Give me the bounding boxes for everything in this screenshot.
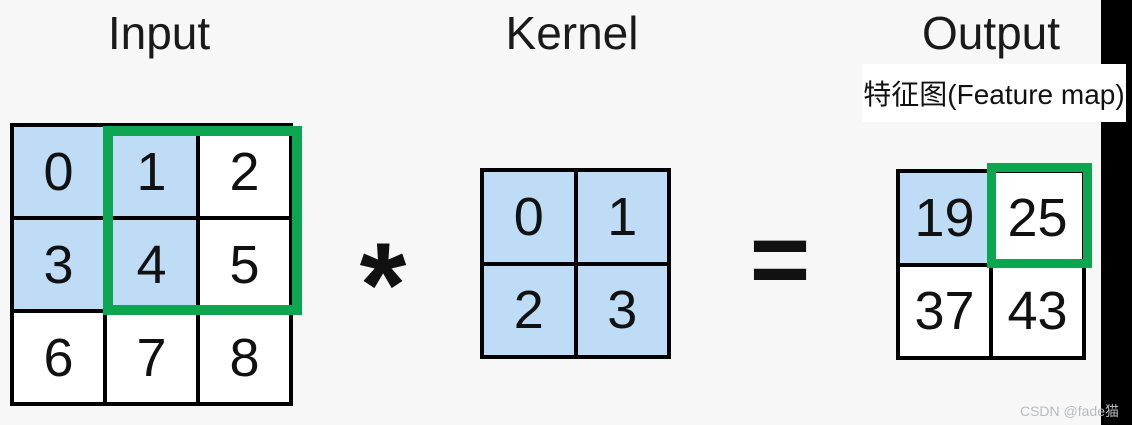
output-cell-19: 19	[900, 173, 989, 263]
output-highlight-cell	[987, 163, 1092, 268]
kernel-cell-2: 2	[484, 265, 574, 355]
equals-operator-glyph: =	[749, 202, 811, 318]
input-cell-6: 6	[14, 313, 103, 402]
input-cell-8: 8	[200, 313, 289, 402]
input-cell-5: 5	[200, 220, 289, 309]
input-cell-4: 4	[107, 220, 196, 309]
input-title: Input	[107, 7, 211, 59]
feature-map-label: 特征图(Feature map)	[862, 64, 1126, 122]
watermark: CSDN @fade猫	[1019, 403, 1119, 419]
kernel-cell-0: 0	[484, 172, 574, 262]
input-cell-0: 0	[14, 127, 103, 216]
output-title: Output	[921, 7, 1061, 59]
output-cell-37: 37	[900, 266, 989, 356]
multiply-operator-glyph: *	[359, 218, 407, 352]
equals-operator: =	[728, 208, 832, 312]
input-cell-7: 7	[107, 313, 196, 402]
input-cell-3: 3	[14, 220, 103, 309]
multiply-operator: *	[338, 207, 428, 345]
input-highlight-window	[103, 126, 302, 315]
output-cell-25: 25	[993, 173, 1082, 263]
input-cell-2: 2	[200, 127, 289, 216]
kernel-cell-3: 3	[577, 265, 667, 355]
output-cell-43: 43	[993, 266, 1082, 356]
kernel-cell-1: 1	[577, 172, 667, 262]
kernel-title: Kernel	[505, 7, 639, 59]
input-cell-1: 1	[107, 127, 196, 216]
